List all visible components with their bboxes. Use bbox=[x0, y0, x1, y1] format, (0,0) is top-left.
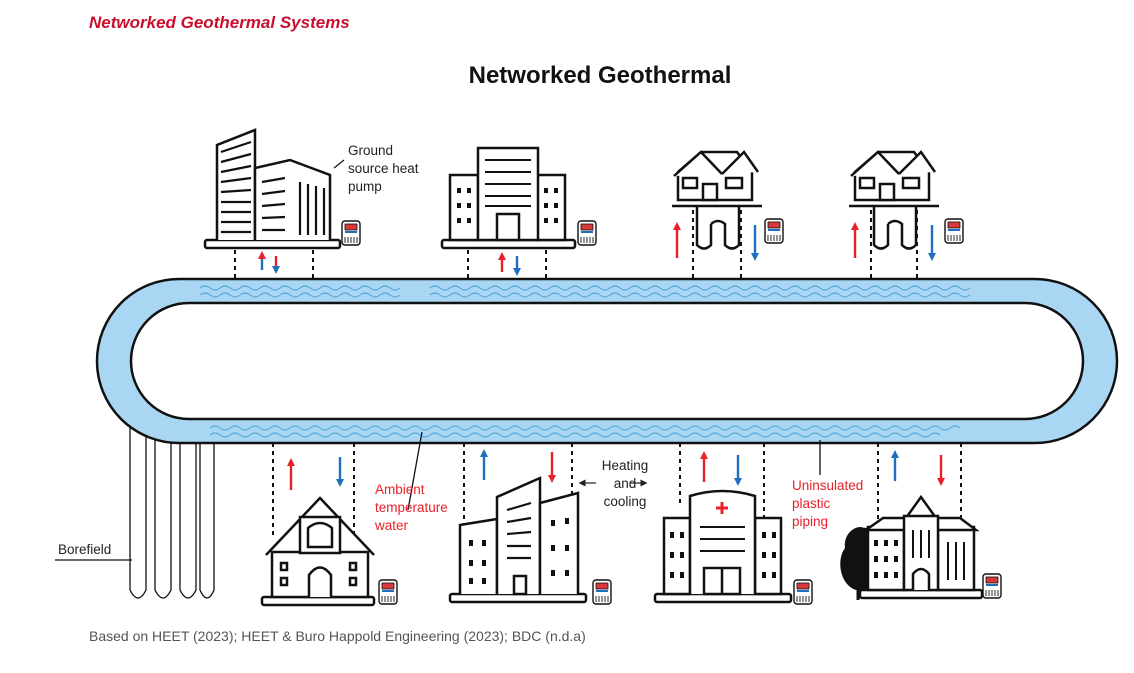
diagram-title: Networked Geothermal bbox=[468, 62, 732, 89]
borefield-wells bbox=[129, 315, 215, 599]
heating-cooling-label: Heating and cooling bbox=[590, 457, 660, 511]
heat-pump-icon bbox=[341, 220, 361, 246]
uninsulated-piping-label: Uninsulated plastic piping bbox=[792, 477, 863, 531]
heating-cooling-line: Heating bbox=[601, 458, 649, 473]
hot-arrows bbox=[258, 222, 945, 490]
house-icon bbox=[849, 150, 939, 250]
ambient-water-label: Ambient temperature water bbox=[375, 481, 448, 535]
office-tall-icon bbox=[448, 476, 588, 604]
house-icon bbox=[672, 150, 762, 250]
uninsulated-label-line: plastic bbox=[792, 496, 831, 511]
cold-arrows bbox=[272, 225, 936, 487]
gshp-label-line: Ground bbox=[348, 143, 394, 158]
gshp-leader bbox=[333, 159, 345, 169]
office-block-icon bbox=[440, 146, 577, 250]
water-waves bbox=[199, 285, 971, 438]
ambient-leader bbox=[407, 431, 423, 511]
heat-pump-icon bbox=[764, 218, 784, 244]
uninsulated-label-line: piping bbox=[792, 514, 829, 529]
apartment-tree-icon bbox=[840, 494, 984, 600]
heat-pump-icon bbox=[378, 579, 398, 605]
gshp-label: Ground source heat pump bbox=[348, 142, 419, 196]
office-towers-icon bbox=[203, 128, 342, 250]
ambient-label-line: Ambient bbox=[375, 482, 425, 497]
heating-cooling-line: cooling bbox=[603, 494, 647, 509]
church-icon bbox=[260, 496, 376, 607]
ambient-label-line: temperature bbox=[375, 500, 448, 515]
gshp-label-line: source heat bbox=[348, 161, 419, 176]
bottom-connectors bbox=[272, 443, 962, 535]
gshp-label-line: pump bbox=[348, 179, 382, 194]
heat-pump-icon bbox=[982, 573, 1002, 599]
heating-cooling-line: and bbox=[613, 476, 637, 491]
heat-pump-icon bbox=[793, 579, 813, 605]
heat-pump-icon bbox=[577, 220, 597, 246]
heat-pump-icon bbox=[944, 218, 964, 244]
source-note: Based on HEET (2023); HEET & Buro Happol… bbox=[89, 628, 586, 644]
ambient-label-line: water bbox=[375, 518, 409, 533]
borefield-label: Borefield bbox=[58, 542, 112, 557]
loop-pipe bbox=[95, 277, 1119, 445]
section-title: Networked Geothermal Systems bbox=[89, 13, 350, 32]
heat-pump-icon bbox=[592, 579, 612, 605]
hospital-icon bbox=[653, 489, 793, 604]
uninsulated-label-line: Uninsulated bbox=[792, 478, 864, 493]
